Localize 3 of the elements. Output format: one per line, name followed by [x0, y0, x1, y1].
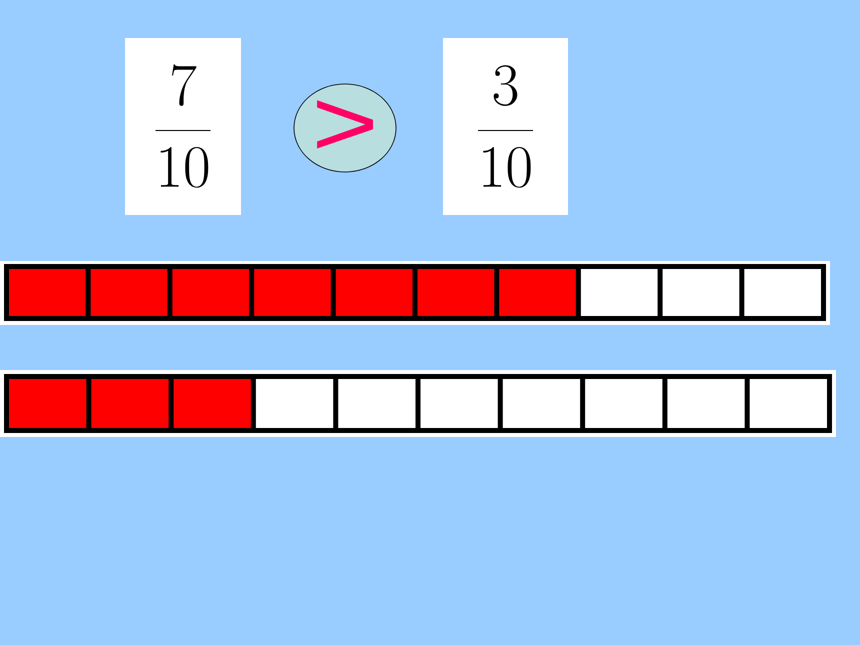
comparison-oval: > — [294, 84, 396, 172]
fraction-card: $\frac{3}{10}$ — [443, 38, 568, 215]
fraction-card: $\frac{7}{10}$ — [125, 38, 241, 215]
